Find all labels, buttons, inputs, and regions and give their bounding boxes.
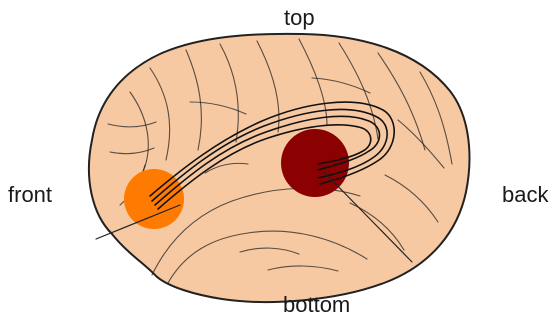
- bottom-label: bottom: [283, 294, 350, 316]
- top-label: top: [284, 7, 315, 29]
- back-label: back: [502, 184, 548, 206]
- front-label: front: [8, 184, 52, 206]
